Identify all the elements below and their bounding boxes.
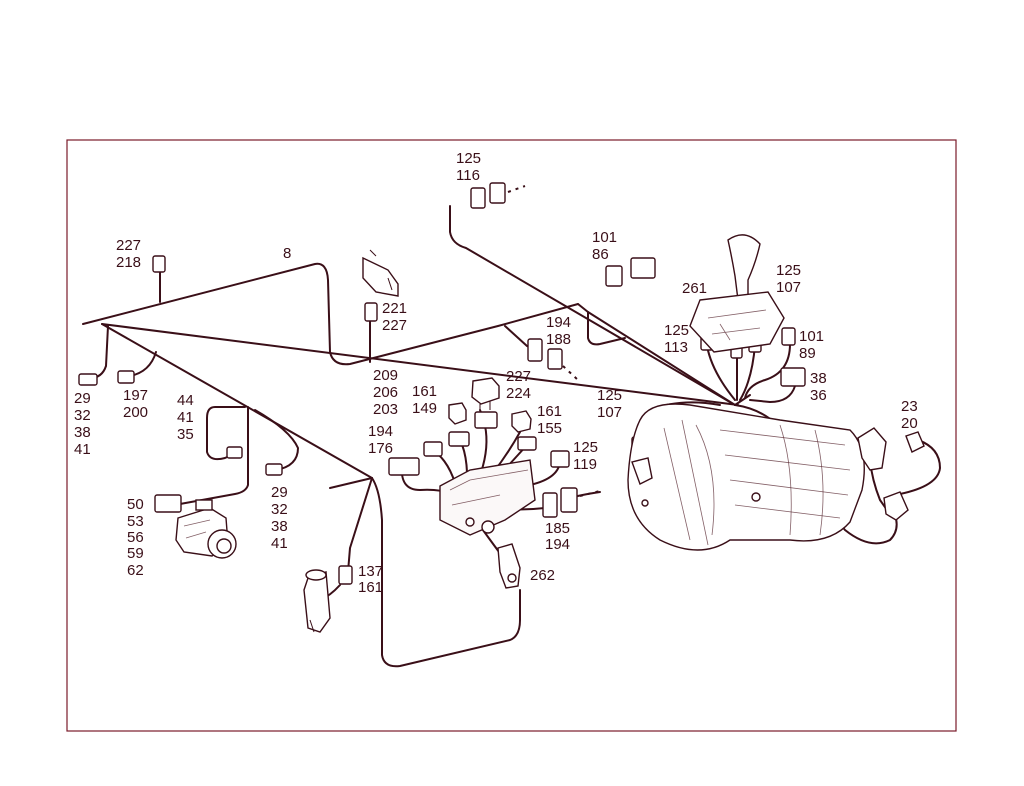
label-137-161-l1: 137 bbox=[358, 563, 383, 580]
label-29-left-l4: 41 bbox=[74, 441, 91, 458]
label-125-119-l1: 125 bbox=[573, 439, 598, 456]
label-197-200-l1: 197 bbox=[123, 387, 148, 404]
label-209-206-203-l2: 206 bbox=[373, 384, 398, 401]
label-185-194-l1: 185 bbox=[545, 520, 570, 537]
label-101-86-l1: 101 bbox=[592, 229, 617, 246]
label-221-227-l1: 221 bbox=[382, 300, 407, 317]
label-227-224-l2: 224 bbox=[506, 385, 531, 402]
label-261: 261 bbox=[682, 280, 707, 297]
label-44-41-35-l1: 44 bbox=[177, 392, 194, 409]
label-29-left-l1: 29 bbox=[74, 390, 91, 407]
label-23-20-l2: 20 bbox=[901, 415, 918, 432]
label-227-218-l2: 218 bbox=[116, 254, 141, 271]
control-unit-262-area bbox=[439, 459, 536, 589]
connector-227-224 bbox=[474, 411, 498, 429]
connector-161-155 bbox=[517, 436, 537, 451]
connector-194-188-b bbox=[547, 348, 563, 370]
connector-50-62 bbox=[154, 494, 182, 513]
label-29-mid-l4: 41 bbox=[271, 535, 288, 552]
label-125-107-top-l1: 125 bbox=[776, 262, 801, 279]
label-227-218-l1: 227 bbox=[116, 237, 141, 254]
connector-161-149 bbox=[448, 431, 470, 447]
label-29-mid-l1: 29 bbox=[271, 484, 288, 501]
connector-29-mid bbox=[265, 463, 283, 476]
connector-221-227 bbox=[364, 302, 378, 322]
label-194-188-l2: 188 bbox=[546, 331, 571, 348]
label-125-116-l1: 125 bbox=[456, 150, 481, 167]
connector-197-200 bbox=[117, 370, 135, 384]
connector-38-36 bbox=[780, 367, 806, 387]
connector-125-116-b bbox=[489, 182, 506, 204]
label-262: 262 bbox=[530, 567, 555, 584]
label-209-206-203-l3: 203 bbox=[373, 401, 398, 418]
connector-209-206-203 bbox=[423, 441, 443, 457]
label-50-62-l2: 53 bbox=[127, 513, 144, 530]
connector-44-41-35 bbox=[226, 446, 243, 459]
hydraulic-unit-50 bbox=[175, 499, 237, 559]
label-125-113-l1: 125 bbox=[664, 322, 689, 339]
label-125-113-l2: 113 bbox=[664, 339, 688, 356]
label-8: 8 bbox=[283, 245, 291, 262]
label-50-62-l5: 62 bbox=[127, 562, 144, 579]
connector-185-194-b bbox=[560, 487, 578, 513]
label-29-left-l3: 38 bbox=[74, 424, 91, 441]
dashed-leaders bbox=[507, 185, 601, 497]
label-50-62-l1: 50 bbox=[127, 496, 144, 513]
label-221-227-l2: 227 bbox=[382, 317, 407, 334]
connector-137-161 bbox=[338, 565, 353, 585]
label-185-194-l2: 194 bbox=[545, 536, 570, 553]
label-125-107-top-l2: 107 bbox=[776, 279, 801, 296]
gear-selector bbox=[689, 234, 785, 353]
label-137-161-l2: 161 bbox=[358, 579, 383, 596]
connector-227-218 bbox=[152, 255, 166, 273]
diagram-frame bbox=[66, 139, 957, 732]
connector-125-119 bbox=[550, 450, 570, 468]
label-194-176-l2: 176 bbox=[368, 440, 393, 457]
part-labels: 125 116 227 218 8 221 227 101 86 261 125… bbox=[74, 150, 918, 596]
connector-194-188-a bbox=[527, 338, 543, 362]
label-101-86-l2: 86 bbox=[592, 246, 609, 263]
connector-101-89 bbox=[781, 327, 796, 346]
label-125-119-l2: 119 bbox=[573, 456, 597, 473]
label-29-left-l2: 32 bbox=[74, 407, 91, 424]
label-161-155-l2: 155 bbox=[537, 420, 562, 437]
connector-194-176 bbox=[388, 457, 420, 476]
label-50-62-l4: 59 bbox=[127, 545, 144, 562]
label-194-176-l1: 194 bbox=[368, 423, 393, 440]
relay-221-227 bbox=[362, 249, 399, 297]
label-44-41-35-l2: 41 bbox=[177, 409, 194, 426]
label-125-116-l2: 116 bbox=[456, 167, 480, 184]
connector-101-86-a bbox=[605, 265, 623, 287]
speed-sensor-137 bbox=[303, 569, 331, 633]
label-209-206-203-l1: 209 bbox=[373, 367, 398, 384]
sensor-23-20 bbox=[857, 427, 925, 521]
label-125-107-mid-l1: 125 bbox=[597, 387, 622, 404]
relay-group bbox=[448, 377, 532, 433]
label-101-89-l1: 101 bbox=[799, 328, 824, 345]
label-23-20-l1: 23 bbox=[901, 398, 918, 415]
label-50-62-l3: 56 bbox=[127, 529, 144, 546]
label-101-89-l2: 89 bbox=[799, 345, 816, 362]
connector-125-116-a bbox=[470, 187, 486, 209]
label-161-149-l1: 161 bbox=[412, 383, 437, 400]
label-38-36-l1: 38 bbox=[810, 370, 827, 387]
label-38-36-l2: 36 bbox=[810, 387, 827, 404]
label-227-224-l1: 227 bbox=[506, 368, 531, 385]
label-161-149-l2: 149 bbox=[412, 400, 437, 417]
label-29-mid-l2: 32 bbox=[271, 501, 288, 518]
label-125-107-mid-l2: 107 bbox=[597, 404, 622, 421]
label-161-155-l1: 161 bbox=[537, 403, 562, 420]
connector-101-86-b bbox=[630, 257, 656, 279]
label-29-mid-l3: 38 bbox=[271, 518, 288, 535]
label-194-188-l1: 194 bbox=[546, 314, 571, 331]
label-197-200-l2: 200 bbox=[123, 404, 148, 421]
label-44-41-35-l3: 35 bbox=[177, 426, 194, 443]
transmission bbox=[627, 403, 865, 551]
connector-29-left bbox=[78, 373, 98, 386]
connector-185-194-a bbox=[542, 492, 558, 518]
